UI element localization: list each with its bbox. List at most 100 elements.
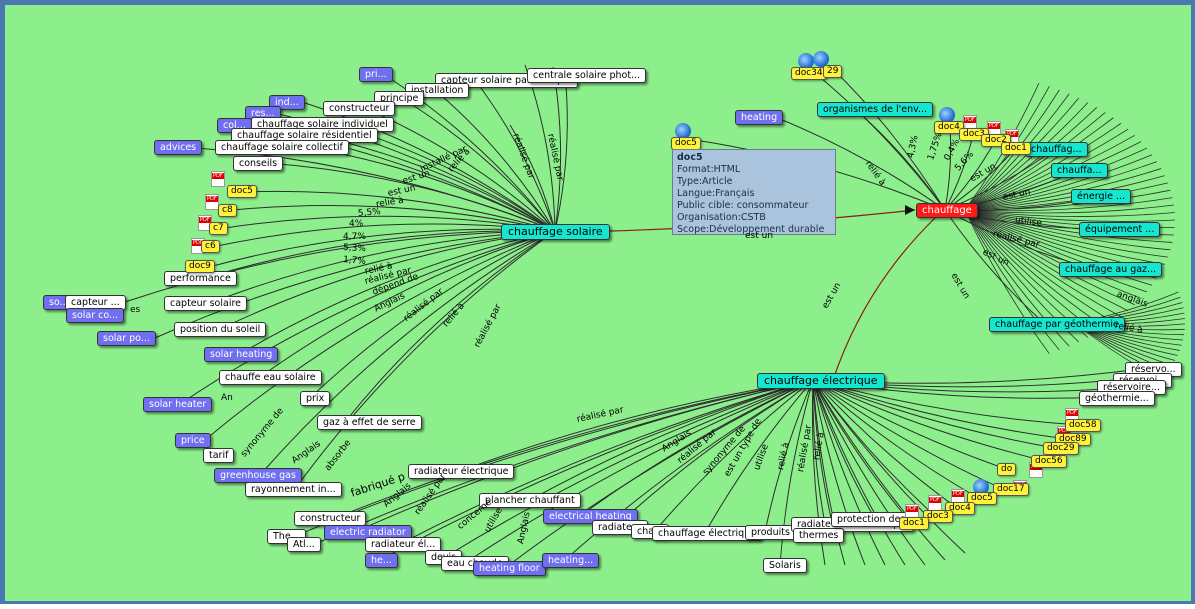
node-price[interactable]: price [175, 433, 211, 448]
graph-edge [509, 124, 556, 232]
node-geothermie2[interactable]: géothermie... [1079, 391, 1155, 406]
doc-label-l6[interactable]: c6 [201, 240, 220, 253]
node-solar-po[interactable]: solar po... [97, 331, 156, 346]
hub-chauffage-electrique[interactable]: chauffage électrique [757, 373, 885, 389]
graph-edge [964, 175, 1165, 211]
doc-label-b5[interactable]: doc5 [967, 492, 997, 505]
doc-label-bdo[interactable]: do [997, 463, 1017, 476]
graph-edge [812, 379, 1046, 462]
node-gaz-effet-serre[interactable]: gaz à effet de serre [317, 415, 422, 430]
doc-label-29[interactable]: 29 [823, 65, 843, 78]
hub-chauffage[interactable]: chauffage [916, 203, 978, 218]
node-rayonnement[interactable]: rayonnement in... [245, 482, 342, 497]
globe-doc-icon[interactable] [939, 107, 955, 123]
edge-label: 5,3% [342, 243, 367, 255]
doc-label-b56[interactable]: doc56 [1031, 455, 1067, 468]
graph-edge [266, 162, 556, 232]
node-plancher-chauffant[interactable]: plancher chauffant [479, 493, 581, 508]
node-atl[interactable]: Atl... [287, 537, 321, 552]
graph-edge [964, 147, 1148, 211]
graph-edge [964, 182, 1168, 211]
node-conseils[interactable]: conseils [233, 156, 284, 171]
graph-edge [812, 379, 966, 554]
tooltip-langue: Langue:Français [677, 188, 755, 199]
pdf-icon[interactable] [211, 171, 225, 187]
node-geothermie[interactable]: chauffage par géothermie [989, 317, 1125, 332]
doc-label-l8[interactable]: c8 [218, 204, 237, 217]
doc-label-b1[interactable]: doc1 [899, 517, 929, 530]
graph-edge [944, 209, 1046, 325]
node-capteur-solaire[interactable]: capteur solaire [164, 296, 247, 311]
graph-edge [399, 96, 556, 232]
graph-edge [774, 116, 946, 211]
doc-label-b17[interactable]: doc17 [993, 483, 1029, 496]
hub-chauffage-solaire[interactable]: chauffage solaire [501, 224, 610, 240]
node-organismes[interactable]: organismes de l'env... [817, 102, 934, 117]
node-equipement[interactable]: équipement ... [1079, 222, 1161, 237]
node-energie[interactable]: énergie ... [1071, 189, 1132, 204]
graph-edge [964, 209, 1171, 251]
doc-label-b3[interactable]: doc3 [923, 510, 953, 523]
node-he[interactable]: he... [365, 553, 398, 568]
graph-edge [964, 209, 1114, 323]
globe-doc-icon[interactable] [798, 53, 814, 69]
node-greenhouse-gas[interactable]: greenhouse gas [214, 468, 302, 483]
pdf-icon[interactable] [928, 495, 942, 511]
node-chauffa[interactable]: chauffa... [1051, 163, 1108, 178]
doc-label-doc4[interactable]: doc4 [934, 121, 964, 134]
node-advices[interactable]: advices [154, 140, 203, 155]
node-solar-heating[interactable]: solar heating [204, 347, 279, 362]
graph-canvas[interactable]: chauffage solaire chauffage chauffage él… [5, 5, 1195, 609]
node-tarif[interactable]: tarif [203, 448, 235, 463]
node-position-soleil[interactable]: position du soleil [174, 322, 267, 337]
node-radiateur-el[interactable]: radiateur él... [365, 537, 442, 552]
pdf-icon[interactable] [205, 194, 219, 210]
graph-edge [812, 379, 958, 509]
graph-edge [504, 379, 814, 569]
node-constructeur-top[interactable]: constructeur [323, 101, 396, 116]
doc-label-34[interactable]: doc34 [791, 67, 827, 80]
node-chauffage-gaz[interactable]: chauffage au gaz... [1059, 262, 1163, 277]
node-produits[interactable]: produits [745, 525, 796, 540]
node-solaris[interactable]: Solaris [763, 558, 807, 573]
node-chauffe-eau[interactable]: chauffe eau solaire [219, 370, 322, 385]
graph-edge [529, 379, 814, 501]
node-centrale-photo[interactable]: centrale solaire phot... [527, 68, 647, 83]
document-tooltip: doc5 Format:HTML Type:Article Langue:Fra… [672, 149, 836, 235]
graph-edge [314, 379, 814, 545]
node-heating-floor[interactable]: heating floor [473, 561, 546, 576]
graph-edge [964, 112, 1106, 211]
node-thermes[interactable]: thermes [793, 528, 845, 543]
globe-doc-icon[interactable] [675, 123, 691, 139]
graph-edge [814, 72, 946, 211]
node-solaire-collectif[interactable]: chauffage solaire collectif [215, 140, 349, 155]
graph-edge [259, 230, 556, 378]
graph-edge [379, 379, 814, 561]
doc-label-b58[interactable]: doc58 [1065, 419, 1101, 432]
node-heating[interactable]: heating [735, 110, 784, 125]
node-prix[interactable]: prix [300, 391, 331, 406]
globe-doc-icon[interactable] [813, 51, 829, 67]
doc-label-l7[interactable]: c7 [209, 222, 228, 235]
doc-label-l9[interactable]: doc9 [185, 260, 215, 273]
graph-edge [964, 123, 1122, 211]
graph-edge [964, 128, 1129, 211]
node-performance[interactable]: performance [164, 271, 237, 286]
globe-doc-icon[interactable] [973, 479, 989, 495]
node-pri[interactable]: pri... [359, 67, 393, 82]
graph-edge [812, 379, 946, 561]
tooltip-type: Type:Article [677, 176, 733, 187]
node-constructeur-bottom[interactable]: constructeur [294, 511, 367, 526]
node-solar-co[interactable]: solar co... [66, 308, 125, 323]
node-chauffag[interactable]: chauffag... [1025, 142, 1088, 157]
graph-edge [964, 107, 1098, 211]
pdf-icon[interactable] [905, 504, 919, 520]
node-radiateur-electrique[interactable]: radiateur électrique [408, 464, 515, 479]
doc-label-l5[interactable]: doc5 [227, 185, 257, 198]
doc-label-b29[interactable]: doc29 [1043, 442, 1079, 455]
doc-label-doc1[interactable]: doc1 [1001, 142, 1031, 155]
node-solar-heater[interactable]: solar heater [143, 397, 213, 412]
node-heating-dot[interactable]: heating... [542, 553, 600, 568]
graph-edge [444, 379, 814, 558]
